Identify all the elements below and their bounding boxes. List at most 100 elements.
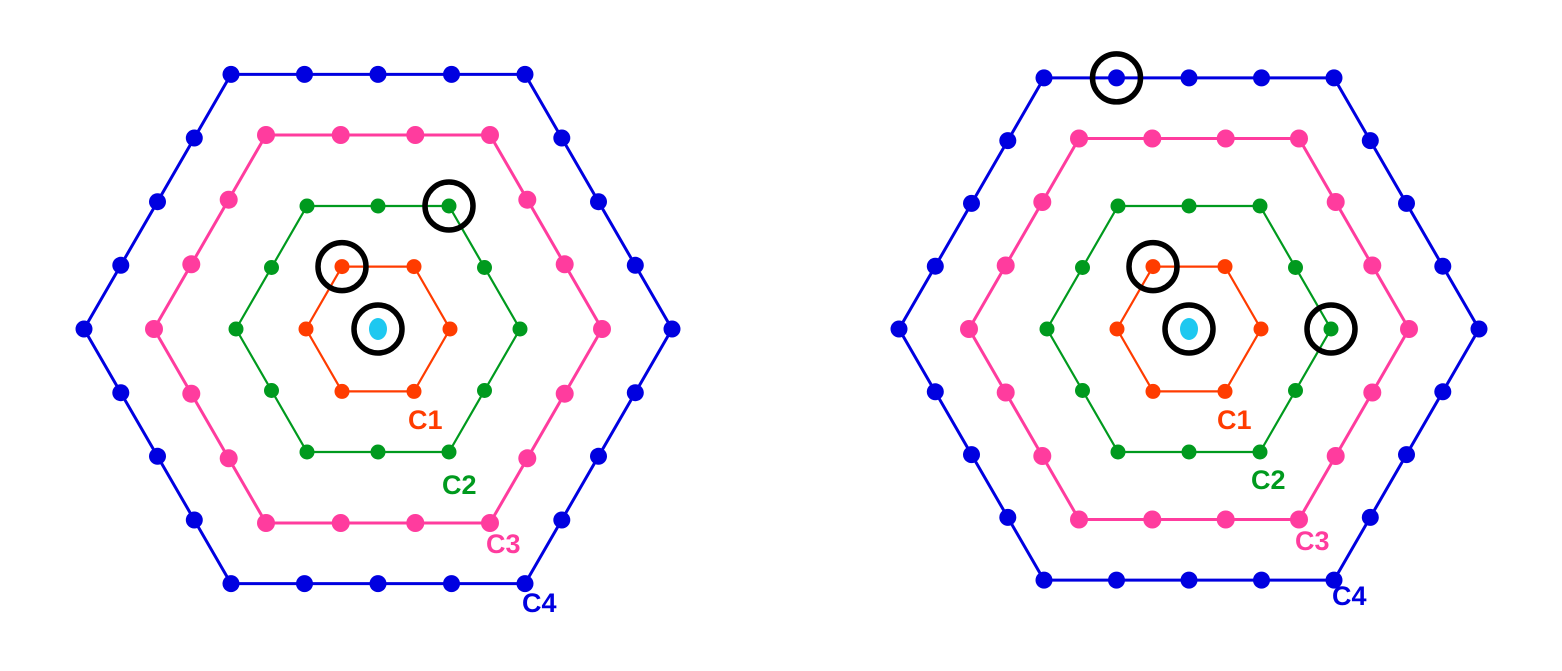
ring-c3-node <box>182 255 201 274</box>
ring-c2-node <box>264 383 279 398</box>
ring-c1-node <box>1217 259 1233 275</box>
ring-c3-node <box>1216 129 1235 148</box>
ring-c4-node <box>963 446 980 464</box>
ring-c2-node <box>299 444 315 460</box>
ring-c4-node <box>1180 571 1198 589</box>
highlight-ring <box>315 239 369 294</box>
ring-c3-label: C3 <box>1295 526 1330 556</box>
ring-c3-node <box>219 190 238 209</box>
ring-c2-label: C2 <box>442 470 477 500</box>
highlight-ring <box>422 179 476 233</box>
ring-c4-node <box>75 320 93 338</box>
ring-c2-node <box>370 198 386 214</box>
ring-c4-node <box>999 508 1017 526</box>
highlight-ring <box>1304 302 1358 356</box>
ring-c3-node <box>1070 129 1088 148</box>
ring-c2-node <box>477 383 492 398</box>
ring-c4-node <box>626 384 644 402</box>
ring-c1-node <box>1253 321 1269 337</box>
ring-c4-node <box>296 65 313 83</box>
ring-c1-node <box>1145 383 1161 399</box>
ring-c3-node <box>145 320 163 338</box>
ring-c2-node <box>264 260 279 275</box>
center-node <box>1180 318 1198 340</box>
ring-c4-node <box>185 511 203 529</box>
ring-c4-node <box>626 256 644 274</box>
ring-c3-label: C3 <box>486 529 521 559</box>
ring-c3-node <box>406 126 425 144</box>
ring-c2-node <box>1110 444 1126 460</box>
ring-c4-node <box>590 447 607 465</box>
ring-c1-node <box>1217 383 1233 399</box>
highlight-ring <box>1089 51 1144 105</box>
ring-c4-node <box>1398 446 1415 464</box>
ring-c2-node <box>441 444 457 460</box>
ring-c2-node <box>370 444 386 460</box>
highlight-ring <box>1162 302 1216 356</box>
ring-c3-node <box>518 190 537 209</box>
ring-c4-node <box>1253 571 1270 589</box>
highlight-ring <box>351 302 405 356</box>
ring-c4-node <box>553 129 571 147</box>
ring-c2-node <box>1075 260 1090 275</box>
ring-c2-node <box>1252 198 1268 214</box>
ring-c3-node <box>182 384 201 403</box>
ring-c4-node <box>516 65 534 83</box>
ring-c4-node <box>185 129 203 147</box>
ring-c3-node <box>555 384 574 403</box>
ring-c3-node <box>996 383 1015 402</box>
ring-c4-node <box>590 193 607 211</box>
ring-c4-node <box>1108 69 1125 87</box>
ring-c3-node <box>555 255 574 274</box>
ring-c3-node <box>1033 447 1052 465</box>
ring-c4-node <box>149 447 166 465</box>
ring-c3-node <box>1070 510 1088 529</box>
ring-c2-node <box>441 198 457 214</box>
ring-c2-node <box>1181 198 1197 214</box>
ring-c3-node <box>1363 256 1382 275</box>
ring-c3-node <box>257 514 275 532</box>
ring-c3-node <box>518 449 537 468</box>
highlight-ring <box>1126 239 1180 294</box>
ring-c3-node <box>1290 129 1308 148</box>
ring-c4-node <box>890 320 908 338</box>
ring-c4-node <box>1398 194 1415 212</box>
ring-c3-node <box>331 514 350 532</box>
ring-c1-node <box>406 259 422 275</box>
ring-c4-label: C4 <box>1332 581 1367 611</box>
ring-c3-node <box>1326 193 1345 211</box>
ring-c2-node <box>1288 383 1303 398</box>
ring-c4-node <box>1325 571 1343 589</box>
ring-c4-node <box>369 575 387 593</box>
ring-c4-node <box>1108 571 1125 589</box>
ring-c4-node <box>926 383 944 401</box>
ring-c1-node <box>334 259 350 275</box>
ring-c4-node <box>222 575 240 593</box>
ring-c4-node <box>553 511 571 529</box>
ring-c3-node <box>1143 510 1162 529</box>
ring-c1-node <box>298 321 314 337</box>
ring-c4-node <box>1361 132 1379 150</box>
ring-c4-node <box>1434 383 1452 401</box>
ring-c4-node <box>369 65 387 83</box>
ring-c1-label: C1 <box>408 405 443 435</box>
ring-c2-node <box>512 321 528 337</box>
ring-c3-node <box>331 126 350 144</box>
ring-c3-node <box>481 126 499 144</box>
ring-c1-label: C1 <box>1217 405 1252 435</box>
ring-c4-node <box>1361 508 1379 526</box>
ring-c2-node <box>1181 444 1197 460</box>
ring-c4-node <box>149 193 166 211</box>
ring-c2-node <box>1075 383 1090 398</box>
center-node <box>369 318 387 340</box>
ring-c4-node <box>1035 69 1053 87</box>
ring-c4-node <box>926 257 944 275</box>
ring-c3-node <box>996 256 1015 275</box>
ring-c3-node <box>593 320 611 338</box>
ring-c4-node <box>1180 69 1198 87</box>
ring-c3-node <box>1326 447 1345 465</box>
ring-c4-node <box>1035 571 1053 589</box>
ring-c4-node <box>1434 257 1452 275</box>
